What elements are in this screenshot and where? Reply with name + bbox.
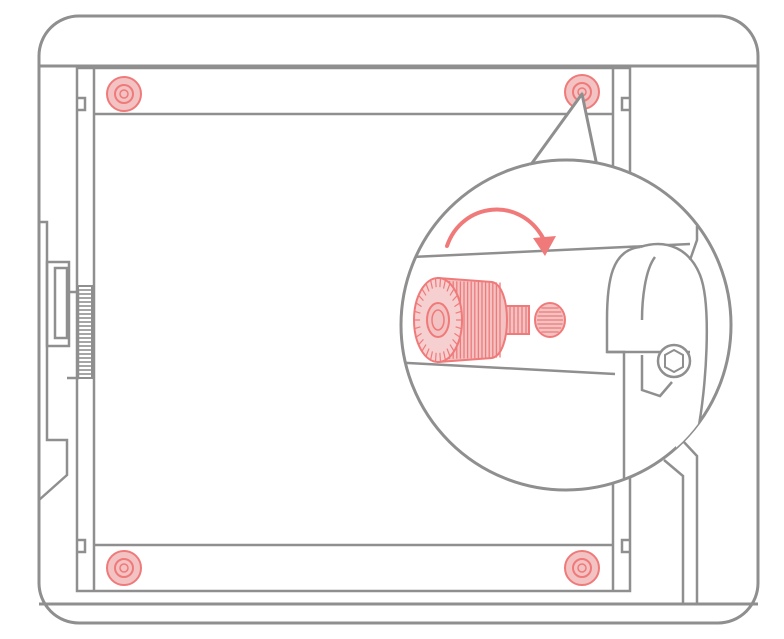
lead-screw-gear <box>77 285 93 379</box>
housing-outline <box>37 14 760 625</box>
callout-lens <box>399 158 733 492</box>
knob-bottom-right <box>564 550 600 586</box>
threaded-hole-icon <box>534 302 566 338</box>
build-plate-frame <box>75 66 632 593</box>
zoom-bracket-body <box>605 245 641 480</box>
left-side-bracket <box>38 220 80 501</box>
knob-bottom-left <box>106 550 142 586</box>
thumb-screw-icon <box>413 276 530 364</box>
knob-top-left <box>106 76 142 112</box>
right-rail <box>663 439 699 604</box>
zoom-plate-bottom <box>401 360 616 376</box>
printer-housing <box>37 14 760 625</box>
leveling-knobs <box>106 74 600 586</box>
callout-pointer <box>525 92 599 171</box>
magnified-callout <box>399 158 733 492</box>
rotate-clockwise-arrow-icon <box>445 207 556 256</box>
hex-bolt-icon <box>656 343 692 379</box>
